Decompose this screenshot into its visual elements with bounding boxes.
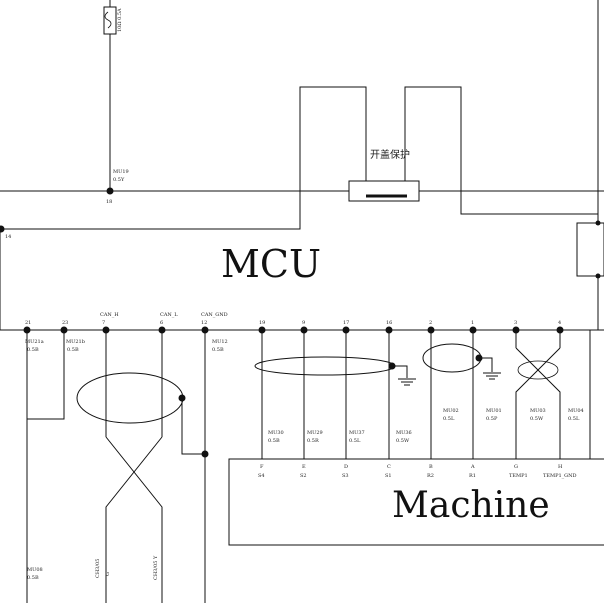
wire-color: 0.5B bbox=[212, 347, 224, 353]
wire-code: MU01 bbox=[486, 408, 502, 414]
pin-letter: E bbox=[302, 464, 306, 470]
bus-pin-numbers: 21 23 7 6 12 19 9 17 16 2 1 3 4 bbox=[25, 320, 561, 326]
pin-number: 18 bbox=[106, 199, 112, 205]
wire-code: MU37 bbox=[349, 430, 365, 436]
junction-dots bbox=[0, 187, 601, 458]
pin-number: 23 bbox=[62, 320, 68, 326]
shield-ellipse bbox=[254, 356, 396, 376]
pin-number: 7 bbox=[102, 320, 105, 326]
wire-color: 0.5B bbox=[67, 347, 79, 353]
pin-name: S1 bbox=[385, 473, 392, 479]
pin-number: 3 bbox=[514, 320, 517, 326]
pin-number: 2 bbox=[429, 320, 432, 326]
wire-color: 0.5B bbox=[27, 575, 39, 581]
pin-name: S4 bbox=[258, 473, 265, 479]
pin-number: 14 bbox=[5, 234, 11, 240]
lid-switch: 开盖保护 bbox=[348, 148, 420, 202]
wire-code: MU03 bbox=[530, 408, 546, 414]
pin-name: S3 bbox=[342, 473, 349, 479]
can-shield-ellipse bbox=[76, 372, 184, 424]
connector-label: CH3/05 Y bbox=[153, 555, 159, 580]
lid-protect-label: 开盖保护 bbox=[370, 148, 410, 161]
wire-codes: MU21a 0.5B MU21b 0.5B MU12 0.5B MU30 0.5… bbox=[25, 339, 584, 581]
wire-color: 0.5R bbox=[307, 438, 319, 444]
pin-letter: A bbox=[470, 464, 475, 470]
pin-number: 17 bbox=[343, 320, 349, 326]
wire-code: MU36 bbox=[396, 430, 412, 436]
wire-code: MU08 bbox=[27, 567, 43, 573]
wire-code: MU12 bbox=[212, 339, 228, 345]
wire-color: 0.5L bbox=[349, 438, 361, 444]
wire-code: MU21a bbox=[25, 339, 44, 345]
pin-number: 9 bbox=[302, 320, 305, 326]
signal-label: CAN_L bbox=[160, 312, 178, 318]
pin-letter: H bbox=[558, 464, 563, 470]
signal-label: CAN_GND bbox=[201, 312, 228, 318]
pin-number: 19 bbox=[259, 320, 265, 326]
fuse-icon: 10Ω 0.5A bbox=[103, 6, 123, 35]
pin-number: 1 bbox=[471, 320, 474, 326]
pin-name: TEMP1 bbox=[509, 473, 528, 479]
pin-name: R1 bbox=[469, 473, 476, 479]
pin-letter: F bbox=[260, 464, 264, 470]
wire-color: 0.5Y bbox=[113, 177, 125, 183]
wire-code: MU30 bbox=[268, 430, 284, 436]
ground-icon bbox=[398, 378, 416, 386]
wire-color: 0.5B bbox=[268, 438, 280, 444]
wire-code: MU29 bbox=[307, 430, 323, 436]
pin-letter: D bbox=[344, 464, 348, 470]
pin-number: 16 bbox=[386, 320, 392, 326]
wire-code: MU04 bbox=[568, 408, 584, 414]
pin-letter: C bbox=[387, 464, 391, 470]
ground-icon bbox=[483, 372, 501, 380]
mcu-label: MCU bbox=[221, 242, 321, 286]
pin-letter: B bbox=[429, 464, 433, 470]
twisted-pair-ellipse bbox=[517, 360, 559, 380]
connector-label: CH3/05 bbox=[95, 559, 101, 578]
wire-code: MU19 bbox=[113, 169, 129, 175]
pin-letter: G bbox=[514, 464, 518, 470]
pin-name: R2 bbox=[427, 473, 434, 479]
pin-name: TEMP1_GND bbox=[543, 473, 577, 479]
signal-label: CAN_H bbox=[100, 312, 119, 318]
shield-ellipse bbox=[422, 343, 482, 373]
pin-number: 21 bbox=[25, 320, 31, 326]
pin-number: 6 bbox=[160, 320, 163, 326]
pin-number: 4 bbox=[558, 320, 561, 326]
machine-label: Machine bbox=[392, 485, 550, 526]
machine-pins: F S4 E S2 D S3 C S1 B R2 A R1 G TEMP1 H … bbox=[258, 464, 577, 479]
connector-label: G bbox=[105, 572, 111, 576]
pin-name: S2 bbox=[300, 473, 307, 479]
pin-number: 12 bbox=[201, 320, 207, 326]
wire-color: 0.5W bbox=[530, 416, 544, 422]
wire-code: MU02 bbox=[443, 408, 459, 414]
wire-color: 0.5W bbox=[396, 438, 410, 444]
wire-color: 0.5L bbox=[443, 416, 455, 422]
wire-color: 0.5B bbox=[27, 347, 39, 353]
wire-color: 0.5P bbox=[486, 416, 498, 422]
wire-code: MU21b bbox=[66, 339, 85, 345]
wire-color: 0.5L bbox=[568, 416, 580, 422]
fuse-label: 10Ω 0.5A bbox=[117, 8, 123, 32]
